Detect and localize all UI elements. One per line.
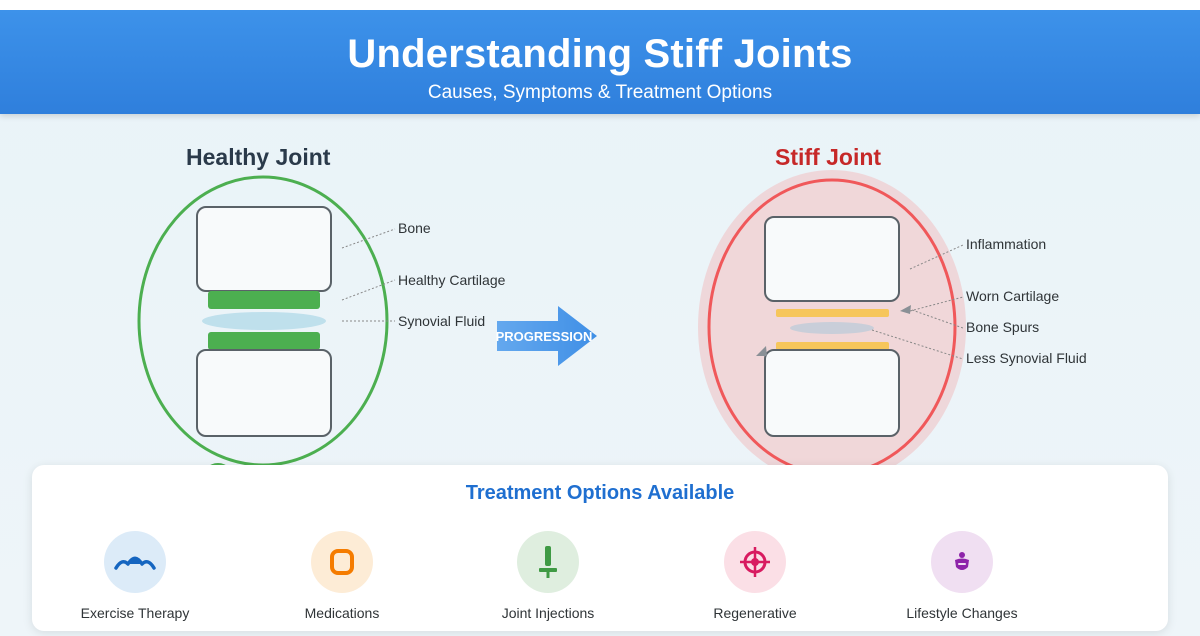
stiff-upper-worn-cartilage — [776, 309, 889, 317]
injection-icon — [517, 531, 579, 593]
healthy-synovial-fluid — [202, 312, 326, 330]
page-subtitle: Causes, Symptoms & Treatment Options — [427, 82, 773, 103]
treatment-label: Exercise Therapy — [80, 605, 190, 621]
regenerative-icon — [724, 531, 786, 593]
joint-comparison-diagram: Healthy Joint Stiff Joint — [0, 114, 1200, 474]
stiff-reduced-synovial-fluid — [790, 322, 874, 334]
less-synovial-fluid-label: Less Synovial Fluid — [966, 350, 1087, 366]
healthy-lower-bone — [196, 349, 332, 437]
lifestyle-icon — [931, 531, 993, 593]
worn-cartilage-label: Worn Cartilage — [966, 288, 1059, 304]
treatment-label: Regenerative — [713, 605, 797, 621]
exercise-icon — [104, 531, 166, 593]
inflammation-label: Inflammation — [966, 236, 1046, 252]
stiff-upper-bone — [764, 216, 900, 302]
header-banner: Understanding Stiff Joints Causes, Sympt… — [0, 10, 1200, 114]
bone-spurs-label: Bone Spurs — [966, 319, 1039, 335]
healthy-upper-cartilage — [208, 291, 320, 309]
progression-label: PROGRESSION — [496, 329, 593, 344]
page-title: Understanding Stiff Joints — [347, 32, 853, 76]
synovial-fluid-label: Synovial Fluid — [398, 313, 485, 329]
bone-spurs-pointer — [911, 309, 964, 329]
infographic-frame: Understanding Stiff Joints Causes, Sympt… — [0, 10, 1200, 636]
treatment-lifestyle-changes[interactable]: Lifestyle Changes — [862, 531, 1062, 621]
treatment-exercise-therapy[interactable]: Exercise Therapy — [35, 531, 235, 621]
bone-spur-upper — [900, 305, 911, 314]
stiff-lower-bone — [764, 349, 900, 437]
bone-spur-lower — [756, 346, 767, 356]
bone-label: Bone — [398, 220, 431, 236]
worn-cartilage-pointer — [909, 296, 964, 312]
treatment-options-title: Treatment Options Available — [465, 482, 735, 504]
treatment-options-panel: Treatment Options Available Exercise The… — [32, 465, 1168, 631]
treatment-medications[interactable]: Medications — [242, 531, 442, 621]
treatment-label: Lifestyle Changes — [906, 605, 1018, 621]
medication-icon — [311, 531, 373, 593]
bone-pointer — [341, 228, 396, 249]
treatment-label: Joint Injections — [501, 605, 595, 621]
healthy-upper-bone — [196, 206, 332, 292]
healthy-cartilage-label: Healthy Cartilage — [398, 272, 506, 288]
treatment-joint-injections[interactable]: Joint Injections — [448, 531, 648, 621]
healthy-joint-marker — [210, 463, 226, 465]
treatment-label: Medications — [304, 605, 380, 621]
healthy-lower-cartilage — [208, 332, 320, 350]
progression-arrow — [497, 306, 597, 366]
healthy-joint-title: Healthy Joint — [186, 144, 331, 170]
inflammation-pointer — [909, 244, 964, 270]
healthy-cartilage-pointer — [341, 279, 396, 301]
stiff-lower-worn-cartilage — [776, 342, 889, 350]
stiff-joint-title: Stiff Joint — [775, 144, 882, 170]
treatment-regenerative[interactable]: Regenerative — [655, 531, 855, 621]
joint-diagram-svg: Bone Healthy Cartilage Synovial Fluid PR… — [137, 170, 1087, 465]
